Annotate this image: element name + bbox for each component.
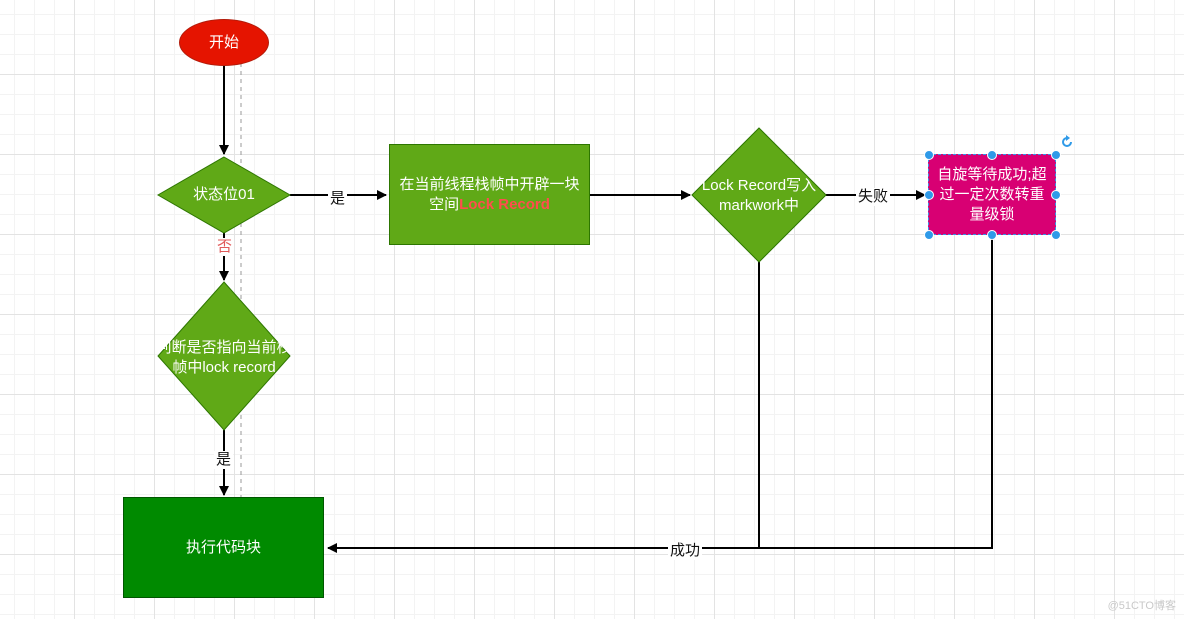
- edge-label-yes-allocate: 是: [328, 190, 348, 208]
- selection-handle[interactable]: [987, 150, 997, 160]
- watermark: @51CTO博客: [1107, 600, 1176, 612]
- edge-label-yes-execute: 是: [214, 451, 234, 469]
- process-spin[interactable]: 自旋等待成功;超过一定次数转重量级锁: [928, 154, 1056, 235]
- edge-spin-success: [327, 236, 993, 553]
- process-execute[interactable]: 执行代码块: [123, 497, 324, 598]
- edge-label-fail: 失败: [856, 188, 891, 206]
- selection-handle[interactable]: [924, 190, 934, 200]
- decision-write-markword-label: Lock Record写入markwork中: [701, 177, 817, 214]
- decision-status: 状态位01: [164, 182, 284, 208]
- selection-handle[interactable]: [987, 230, 997, 240]
- process-allocate-text: 在当前线程栈帧中开辟一块空间: [399, 175, 580, 213]
- process-allocate-label: 在当前线程栈帧中开辟一块空间Lock Record: [398, 175, 581, 215]
- decision-write-markword-shape[interactable]: [691, 127, 827, 263]
- start-node-label: 开始: [208, 33, 239, 51]
- decision-write-markword: Lock Record写入markwork中: [690, 176, 828, 216]
- edge-label-no: 否: [215, 238, 235, 256]
- decision-check-pointer: 判断是否指向当前栈帧中lock record: [156, 327, 292, 389]
- process-execute-label: 执行代码块: [185, 538, 261, 556]
- selection-handle[interactable]: [1051, 150, 1061, 160]
- selection-handle[interactable]: [924, 230, 934, 240]
- process-allocate[interactable]: 在当前线程栈帧中开辟一块空间Lock Record: [389, 144, 590, 245]
- decision-status-shape[interactable]: [156, 156, 292, 234]
- rotate-icon[interactable]: [1060, 135, 1074, 149]
- selection-handle[interactable]: [924, 150, 934, 160]
- selection-handle[interactable]: [1051, 230, 1061, 240]
- start-node[interactable]: 开始: [179, 19, 269, 66]
- process-allocate-highlight: Lock Record: [459, 195, 550, 213]
- decision-status-label: 状态位01: [193, 186, 255, 203]
- process-spin-label: 自旋等待成功;超过一定次数转重量级锁: [937, 165, 1047, 223]
- edge-label-success: 成功: [668, 542, 703, 560]
- decision-check-pointer-shape[interactable]: [157, 281, 291, 431]
- decision-check-pointer-label: 判断是否指向当前栈帧中lock record: [156, 339, 292, 376]
- selection-handle[interactable]: [1051, 190, 1061, 200]
